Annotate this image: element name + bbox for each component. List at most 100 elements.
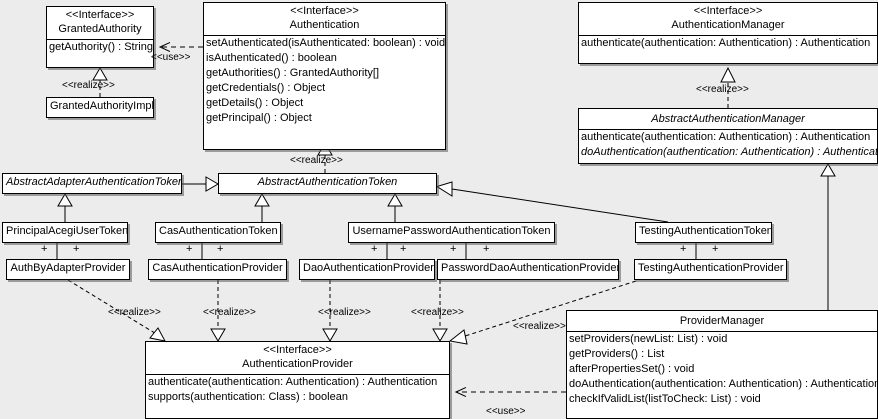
relationship-label-realize-dao-provider: <<realize>> — [318, 307, 371, 318]
class-stereotype: <<Interface>> — [263, 344, 332, 356]
generalization-testing-authentication-token — [435, 181, 669, 223]
class-header: <<Interface>> GrantedAuthority — [47, 7, 153, 39]
operation: authenticate(authentication: Authenticat… — [581, 37, 871, 49]
class-box-authentication-provider[interactable]: <<Interface>> AuthenticationProvider aut… — [145, 341, 450, 419]
operation: setAuthenticated(isAuthenticated: boolea… — [206, 37, 445, 49]
class-box-auth-by-adapter-provider[interactable]: AuthByAdapterProvider — [6, 259, 130, 280]
class-box-password-dao-authentication-provider[interactable]: PasswordDaoAuthenticationProvider — [437, 259, 619, 280]
class-box-testing-authentication-provider[interactable]: TestingAuthenticationProvider — [634, 259, 787, 280]
multiplicity-marker: + — [217, 243, 224, 255]
operation: getAuthorities() : GrantedAuthority[] — [206, 67, 380, 79]
multiplicity-marker: + — [712, 243, 719, 255]
class-name: GrantedAuthorityImpl — [50, 100, 154, 112]
relationship-label-realize-auth-by-adapter: <<realize>> — [108, 307, 161, 318]
class-name: AuthenticationManager — [671, 19, 785, 31]
class-header: <<Interface>> AuthenticationProvider — [146, 342, 449, 374]
class-header: <<Interface>> AuthenticationManager — [579, 3, 877, 35]
class-name: CasAuthenticationToken — [159, 225, 278, 237]
generalization-abstract-adapter-token — [182, 176, 219, 192]
operation: authenticate(authentication: Authenticat… — [148, 376, 438, 388]
operation: isAuthenticated() : boolean — [206, 52, 337, 64]
operations-compartment: getAuthority() : String — [47, 40, 153, 55]
class-header: <<Interface>> Authentication — [204, 3, 445, 35]
generalization-username-password-token — [387, 193, 403, 222]
relationship-label-realize-cas-provider: <<realize>> — [203, 307, 256, 318]
class-name: PasswordDaoAuthenticationProvider — [441, 262, 619, 274]
class-box-principal-acegi-user-token[interactable]: PrincipalAcegiUserToken — [2, 222, 128, 243]
class-stereotype: <<Interface>> — [290, 5, 359, 17]
operation: getAuthority() : String — [49, 41, 153, 53]
class-name: AbstractAdapterAuthenticationToken — [6, 176, 182, 188]
class-name: TestingAuthenticationProvider — [638, 262, 784, 274]
divider — [579, 35, 877, 36]
multiplicity-marker: + — [680, 243, 687, 255]
class-name: UsernamePasswordAuthenticationToken — [352, 225, 551, 237]
generalization-principal-acegi-user-token — [57, 193, 73, 222]
divider — [579, 129, 877, 130]
class-stereotype: <<Interface>> — [693, 5, 763, 17]
operation: getDetails() : Object — [206, 97, 304, 109]
operation: afterPropertiesSet() : void — [569, 363, 695, 375]
class-name: Authentication — [289, 19, 360, 31]
class-box-granted-authority-impl[interactable]: GrantedAuthorityImpl — [46, 97, 154, 118]
operation: getPrincipal() : Object — [206, 112, 312, 124]
operation: doAuthentication(authentication: Authent… — [581, 146, 877, 158]
class-box-authentication[interactable]: <<Interface>> Authentication setAuthenti… — [203, 2, 446, 150]
multiplicity-marker: + — [483, 243, 490, 255]
relationship-label-realize-authentication: <<realize>> — [290, 155, 343, 166]
operations-compartment: setProviders(newList: List) : void getPr… — [567, 332, 877, 407]
multiplicity-marker: + — [41, 243, 48, 255]
divider — [47, 39, 153, 40]
class-box-username-password-authentication-token[interactable]: UsernamePasswordAuthenticationToken — [348, 222, 555, 243]
multiplicity-marker: + — [73, 243, 80, 255]
operation: getProviders() : List — [569, 348, 665, 360]
operation: checkIfValidList(listToCheck: List) : vo… — [569, 393, 761, 405]
operations-compartment: authenticate(authentication: Authenticat… — [146, 375, 449, 405]
operation: setProviders(newList: List) : void — [569, 333, 728, 345]
multiplicity-marker: + — [371, 243, 378, 255]
operation: authenticate(authentication: Authenticat… — [581, 131, 871, 143]
operations-compartment: setAuthenticated(isAuthenticated: boolea… — [204, 36, 445, 126]
class-box-authentication-manager[interactable]: <<Interface>> AuthenticationManager auth… — [578, 2, 878, 64]
class-box-provider-manager[interactable]: ProviderManager setProviders(newList: Li… — [566, 310, 878, 419]
class-box-cas-authentication-token[interactable]: CasAuthenticationToken — [155, 222, 281, 243]
class-name: AuthByAdapterProvider — [10, 262, 126, 274]
class-name: ProviderManager — [679, 315, 765, 327]
class-box-cas-authentication-provider[interactable]: CasAuthenticationProvider — [148, 259, 287, 280]
divider — [567, 331, 877, 332]
class-name: AbstractAuthenticationToken — [257, 176, 398, 188]
generalization-provider-manager — [820, 163, 836, 310]
class-box-dao-authentication-provider[interactable]: DaoAuthenticationProvider — [299, 259, 435, 280]
divider — [204, 35, 445, 36]
operations-compartment: authenticate(authentication: Authenticat… — [579, 130, 877, 160]
class-stereotype: <<Interface>> — [65, 9, 135, 21]
multiplicity-marker: + — [450, 243, 457, 255]
divider — [146, 374, 449, 375]
class-header: ProviderManager — [567, 311, 877, 331]
class-name: DaoAuthenticationProvider — [303, 262, 434, 274]
relationship-label-realize-granted-authority: <<realize>> — [62, 80, 115, 91]
class-box-granted-authority[interactable]: <<Interface>> GrantedAuthority getAuthor… — [46, 6, 154, 68]
relationship-label-realize-testing-provider: <<realize>> — [513, 321, 566, 332]
operation: doAuthentication(authentication: Authent… — [569, 378, 877, 390]
multiplicity-marker: + — [400, 243, 407, 255]
class-name: CasAuthenticationProvider — [152, 262, 283, 274]
class-name: AuthenticationProvider — [242, 358, 353, 370]
generalization-cas-authentication-token — [254, 193, 270, 222]
relationship-label-realize-auth-manager: <<realize>> — [696, 84, 749, 95]
operation: getCredentials() : Object — [206, 82, 326, 94]
class-name: TestingAuthenticationToken — [639, 225, 772, 237]
class-box-abstract-authentication-token[interactable]: AbstractAuthenticationToken — [218, 173, 437, 194]
class-name: GrantedAuthority — [58, 23, 142, 35]
relationship-label-use-provider-manager: <<use>> — [486, 406, 526, 417]
operations-compartment: authenticate(authentication: Authenticat… — [579, 36, 877, 51]
class-box-testing-authentication-token[interactable]: TestingAuthenticationToken — [635, 222, 772, 243]
relationship-label-use-granted-authority: <<use>> — [151, 52, 191, 63]
class-name: AbstractAuthenticationManager — [651, 113, 805, 125]
operation: supports(authentication: Class) : boolea… — [148, 391, 348, 403]
class-box-abstract-adapter-authentication-token[interactable]: AbstractAdapterAuthenticationToken — [2, 173, 182, 194]
class-name: PrincipalAcegiUserToken — [6, 225, 128, 237]
multiplicity-marker: + — [186, 243, 193, 255]
class-box-abstract-authentication-manager[interactable]: AbstractAuthenticationManager authentica… — [578, 108, 878, 164]
